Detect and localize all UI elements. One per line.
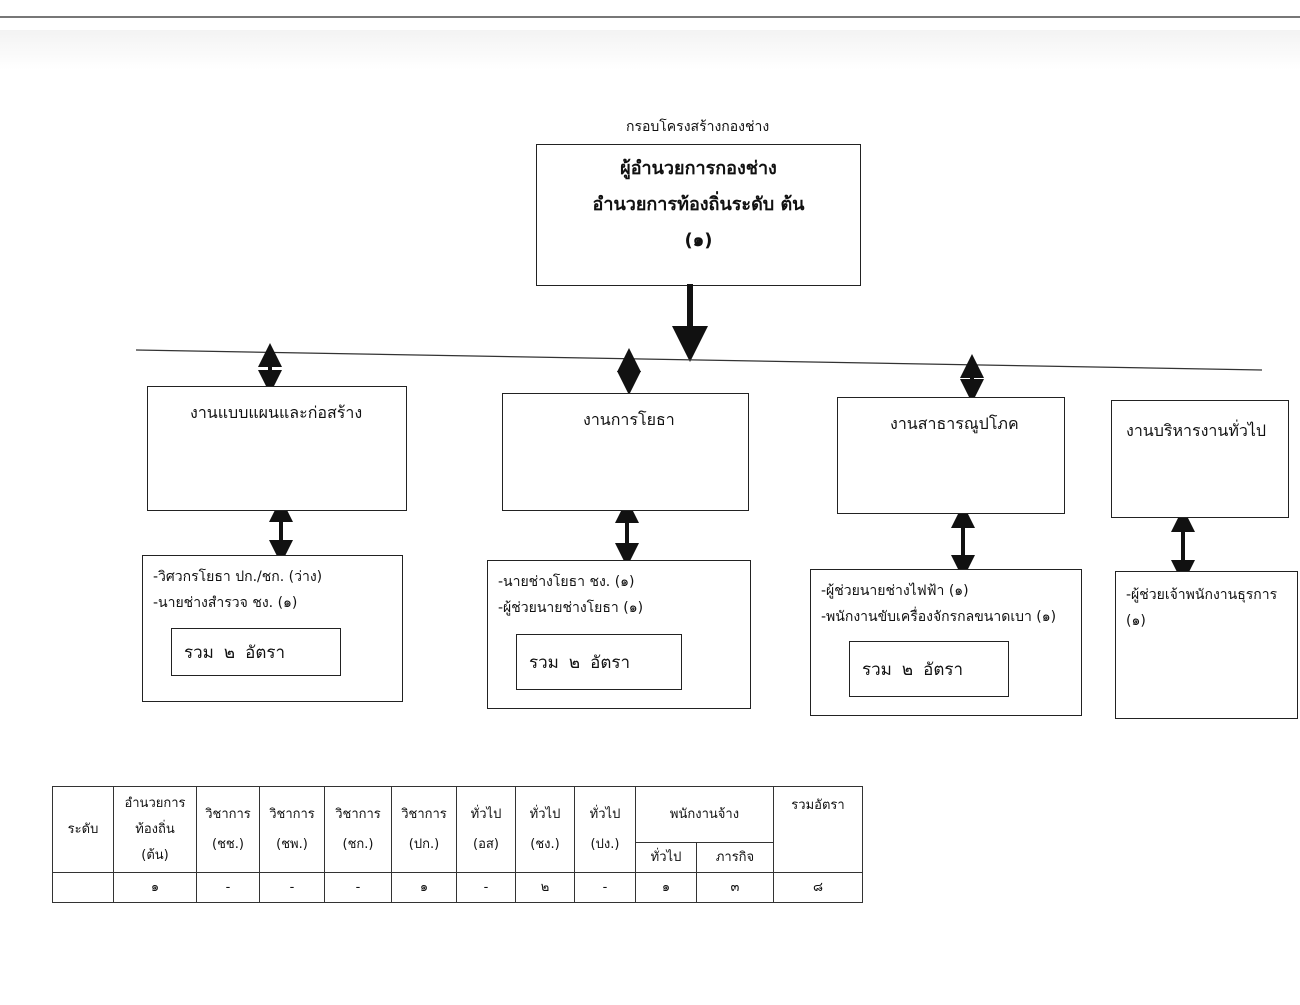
value-cell: ๑ <box>635 872 697 903</box>
value-cell: - <box>324 872 392 903</box>
header-cell: วิชาการ(ชช.) <box>196 786 260 873</box>
staff-line: -ผู้ช่วยเจ้าพนักงานธุรการ <box>1126 587 1278 603</box>
staff-line: -นายช่างสำรวจ ชง. (๑) <box>153 595 298 611</box>
staff-line: -วิศวกรโยธา ปก./ชก. (ว่าง) <box>153 569 323 585</box>
director-box: ผู้อำนวยการกองช่าง อำนวยการท้องถิ่นระดับ… <box>536 144 861 286</box>
header-cell: วิชาการ(ปก.) <box>391 786 457 873</box>
header-cell: ทั่วไป(ปง.) <box>574 786 636 873</box>
sum-count: ๒ <box>901 659 914 680</box>
staff-box-public-works: -นายช่างโยธา ชง. (๑) -ผู้ช่วยนายช่างโยธา… <box>487 560 751 709</box>
sum-word: รวม <box>862 659 892 680</box>
staff-line: (๑) <box>1126 613 1146 629</box>
value-cell: ๑ <box>391 872 457 903</box>
value-cell: ๓ <box>696 872 774 903</box>
sum-box: รวม ๒ อัตรา <box>516 634 682 690</box>
unit-title: งานแบบแผนและก่อสร้าง <box>190 403 363 422</box>
director-title: ผู้อำนวยการกองช่าง <box>620 158 777 179</box>
sum-unit: อัตรา <box>923 659 964 680</box>
unit-title: งานสาธารณูปโภค <box>890 414 1019 433</box>
sum-count: ๒ <box>223 642 236 663</box>
value-cell: ๒ <box>515 872 575 903</box>
header-cell: ทั่วไป(ชง.) <box>515 786 575 873</box>
header-employee-mission: ภารกิจ <box>696 842 774 873</box>
sum-word: รวม <box>184 642 214 663</box>
value-cell <box>52 872 114 903</box>
sum-box: รวม ๒ อัตรา <box>171 628 341 676</box>
staff-line: -นายช่างโยธา ชง. (๑) <box>498 574 635 590</box>
director-level: อำนวยการท้องถิ่นระดับ ต้น <box>592 194 805 215</box>
top-edge-line <box>0 16 1300 18</box>
unit-box-design-construction: งานแบบแผนและก่อสร้าง <box>147 386 407 511</box>
header-employee-general: ทั่วไป <box>635 842 697 873</box>
staff-box-general-admin: -ผู้ช่วยเจ้าพนักงานธุรการ (๑) <box>1115 571 1298 719</box>
value-cell: - <box>196 872 260 903</box>
unit-box-utilities: งานสาธารณูปโภค <box>837 397 1065 514</box>
value-cell: - <box>259 872 325 903</box>
header-cell: ทั่วไป(อส) <box>456 786 516 873</box>
frame-title: กรอบโครงสร้างกองช่าง <box>626 119 770 135</box>
header-cell: อำนวยการท้องถิ่น(ต้น) <box>113 786 197 873</box>
staff-line: -พนักงานขับเครื่องจักรกลขนาดเบา (๑) <box>821 609 1057 625</box>
sum-box: รวม ๒ อัตรา <box>849 641 1009 697</box>
value-cell: ๘ <box>773 872 863 903</box>
sum-unit: อัตรา <box>245 642 286 663</box>
staff-box-design-construction: -วิศวกรโยธา ปก./ชก. (ว่าง) -นายช่างสำรวจ… <box>142 555 403 702</box>
sum-unit: อัตรา <box>590 652 631 673</box>
unit-title: งานการโยธา <box>583 410 675 429</box>
value-cell: ๑ <box>113 872 197 903</box>
staffing-table: ระดับ อำนวยการท้องถิ่น(ต้น) วิชาการ(ชช.)… <box>52 786 863 903</box>
unit-box-general-admin: งานบริหารงานทั่วไป <box>1111 400 1289 518</box>
sum-count: ๒ <box>568 652 581 673</box>
unit-box-public-works: งานการโยธา <box>502 393 749 511</box>
header-cell: วิชาการ(ชก.) <box>324 786 392 873</box>
value-cell: - <box>456 872 516 903</box>
header-level: ระดับ <box>52 786 114 873</box>
branch-line <box>135 349 1263 371</box>
header-total: รวมอัตรา <box>773 786 863 873</box>
header-cell: วิชาการ(ชพ.) <box>259 786 325 873</box>
header-employee-group: พนักงานจ้าง <box>635 786 774 843</box>
sum-word: รวม <box>529 652 559 673</box>
unit-title: งานบริหารงานทั่วไป <box>1126 421 1267 440</box>
staff-box-utilities: -ผู้ช่วยนายช่างไฟฟ้า (๑) -พนักงานขับเครื… <box>810 569 1082 716</box>
value-cell: - <box>574 872 636 903</box>
staff-line: -ผู้ช่วยนายช่างโยธา (๑) <box>498 600 644 616</box>
staff-line: -ผู้ช่วยนายช่างไฟฟ้า (๑) <box>821 583 969 599</box>
scan-shade <box>0 30 1300 70</box>
director-count: (๑) <box>684 230 713 251</box>
